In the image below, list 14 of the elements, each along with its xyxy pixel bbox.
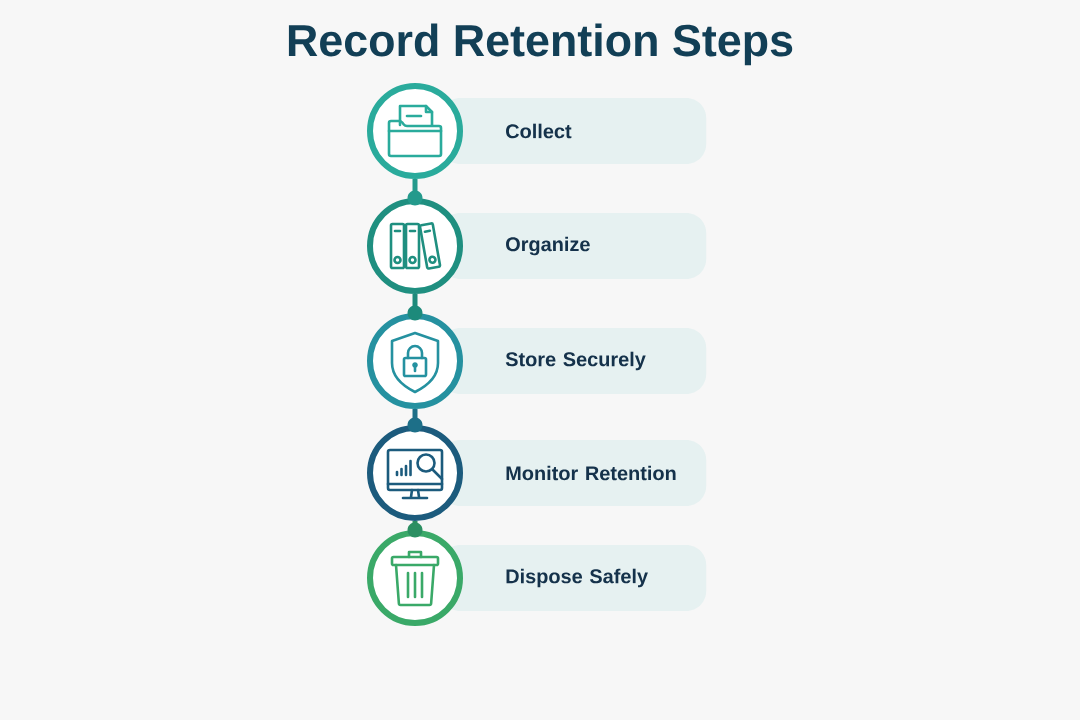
connector-line	[407, 521, 423, 538]
step-band: Collect	[440, 98, 707, 164]
step-band: Monitor Retention	[440, 440, 707, 506]
icon-circle	[367, 313, 463, 409]
icon-circle	[367, 198, 463, 294]
icon-circle	[367, 530, 463, 626]
connector-line	[407, 409, 423, 433]
step-band: Dispose Safely	[440, 545, 707, 611]
icon-circle	[367, 83, 463, 179]
title: Record Retention Steps	[288, 23, 793, 66]
icon-circle	[367, 425, 463, 521]
step-band: Store Securely	[440, 328, 707, 394]
connector-line	[407, 294, 423, 321]
connector-line	[407, 179, 423, 206]
